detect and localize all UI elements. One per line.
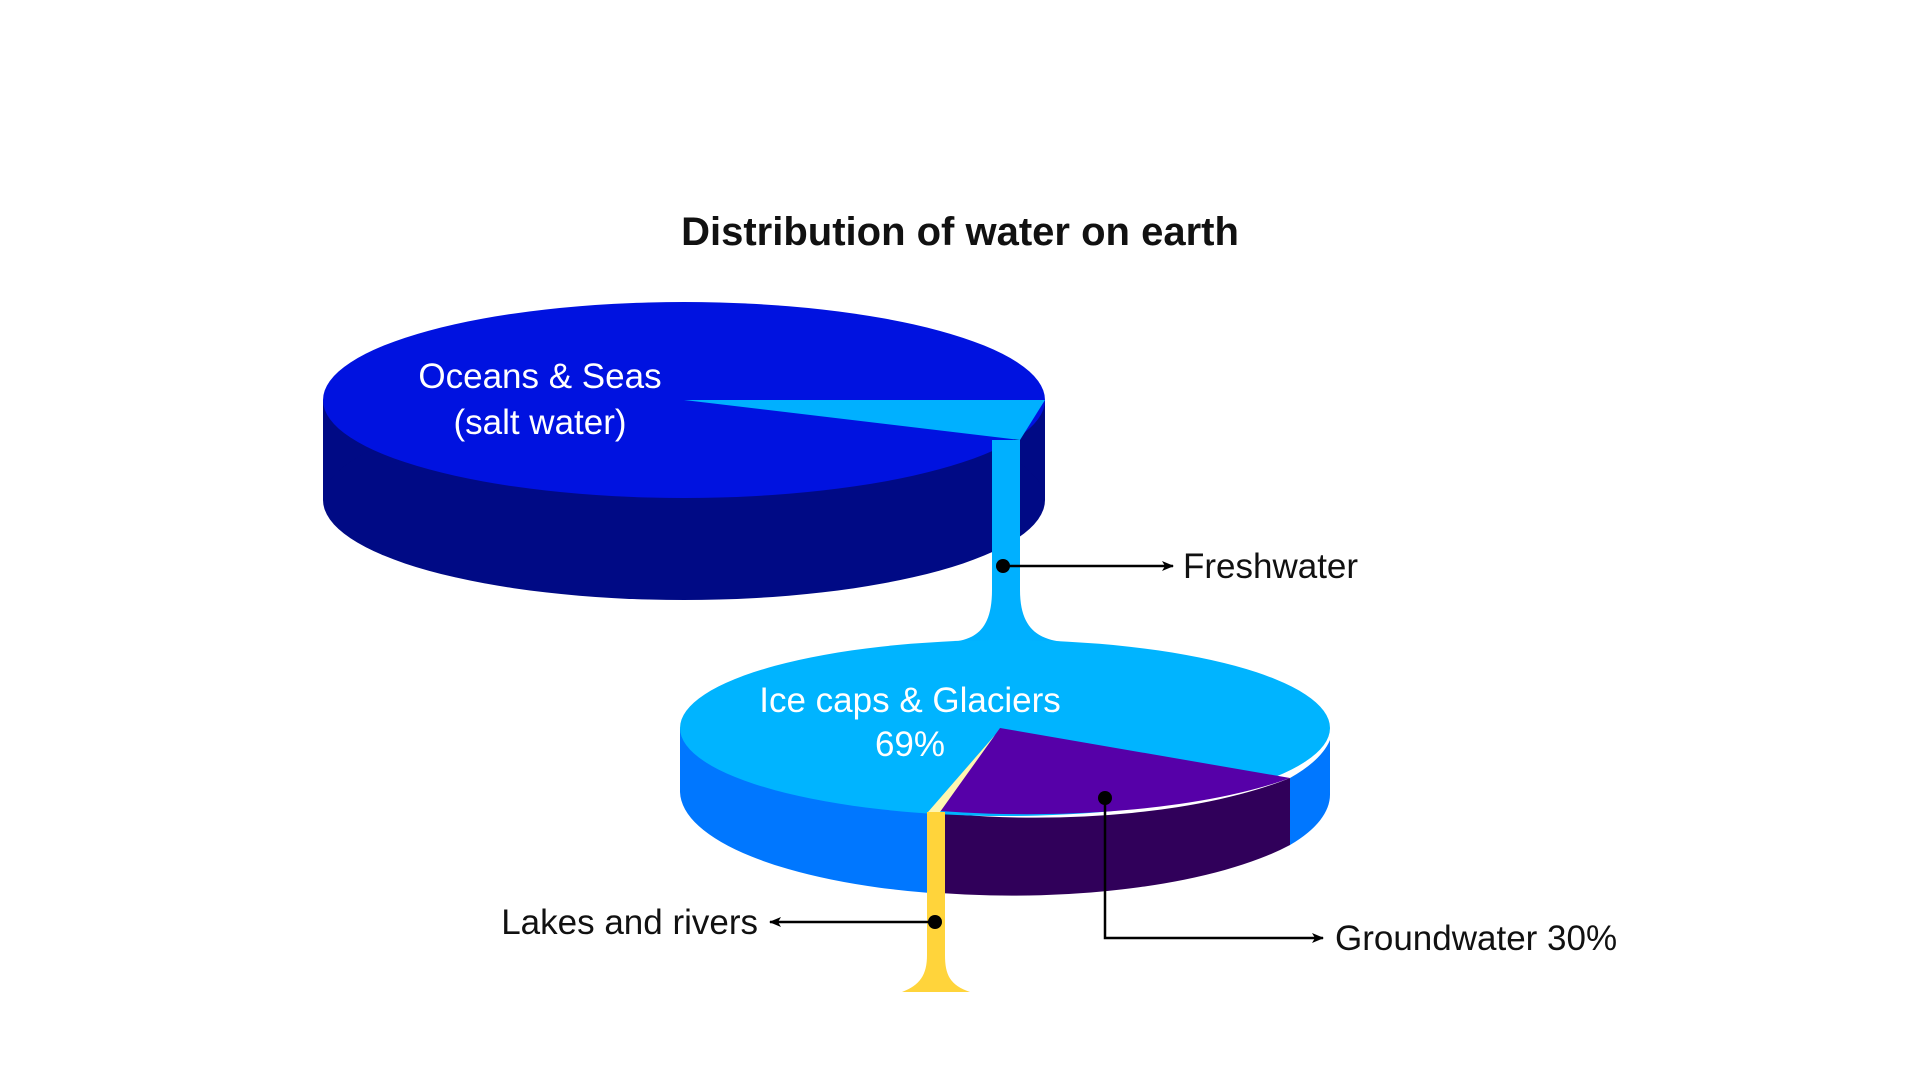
callout-groundwater: Groundwater 30% <box>1098 791 1617 958</box>
label-ice-caps-line1: Ice caps & Glaciers <box>759 681 1061 720</box>
label-groundwater: Groundwater 30% <box>1335 919 1617 958</box>
callout-freshwater: Freshwater <box>996 547 1358 586</box>
callout-lakes-rivers: Lakes and rivers <box>501 903 942 942</box>
chart-title: Distribution of water on earth <box>681 210 1239 254</box>
freshwater-connector <box>950 440 1065 642</box>
label-freshwater: Freshwater <box>1183 547 1358 586</box>
pie-salt-water <box>323 302 1045 600</box>
pie2-side-groundwater <box>940 778 1290 896</box>
label-ice-caps-line2: 69% <box>875 725 945 764</box>
callout-groundwater-arrow <box>1103 798 1324 943</box>
slice-lakes-rivers <box>928 735 995 812</box>
slice-groundwater <box>940 728 1290 815</box>
label-oceans-seas-line1: Oceans & Seas <box>418 357 661 396</box>
label-lakes-rivers: Lakes and rivers <box>501 903 758 942</box>
pie-freshwater <box>680 640 1331 896</box>
pie2-side-right <box>1290 740 1331 845</box>
slice-freshwater <box>684 400 1045 440</box>
label-oceans-seas-line2: (salt water) <box>453 403 626 442</box>
lakes-rivers-stream <box>902 812 970 992</box>
pie2-side-ice <box>680 728 930 893</box>
